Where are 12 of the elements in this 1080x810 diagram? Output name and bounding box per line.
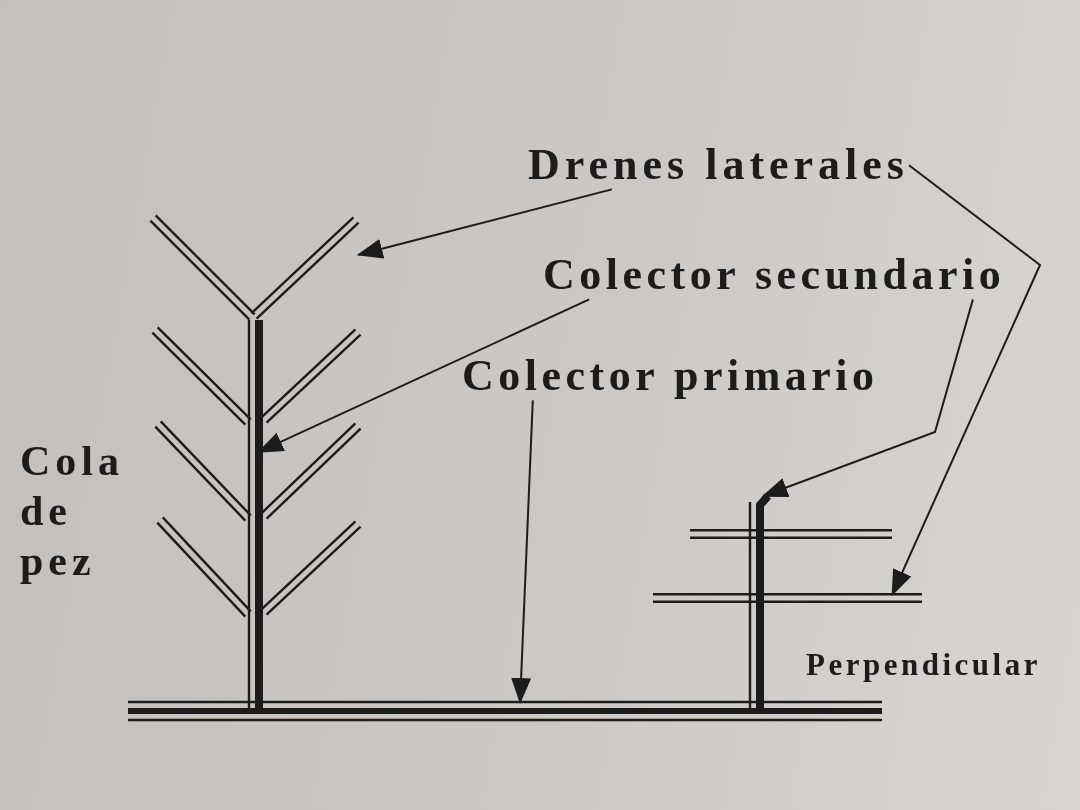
layout-type-label: Cola de pez bbox=[20, 437, 125, 586]
callout-label: Drenes laterales bbox=[528, 141, 909, 190]
leader-arrow bbox=[891, 164, 1042, 597]
leader-arrow bbox=[511, 399, 534, 704]
layout-type-label: Perpendicular bbox=[806, 646, 1041, 684]
lateral-drain-pipe bbox=[653, 593, 922, 603]
callout-label: Colector secundario bbox=[543, 251, 1006, 300]
leader-arrow bbox=[761, 298, 974, 497]
callout-label: Colector primario bbox=[462, 352, 879, 401]
primary-collector-pipe bbox=[128, 700, 882, 722]
lateral-drain-pipe bbox=[250, 216, 360, 320]
leader-arrow bbox=[356, 188, 613, 259]
